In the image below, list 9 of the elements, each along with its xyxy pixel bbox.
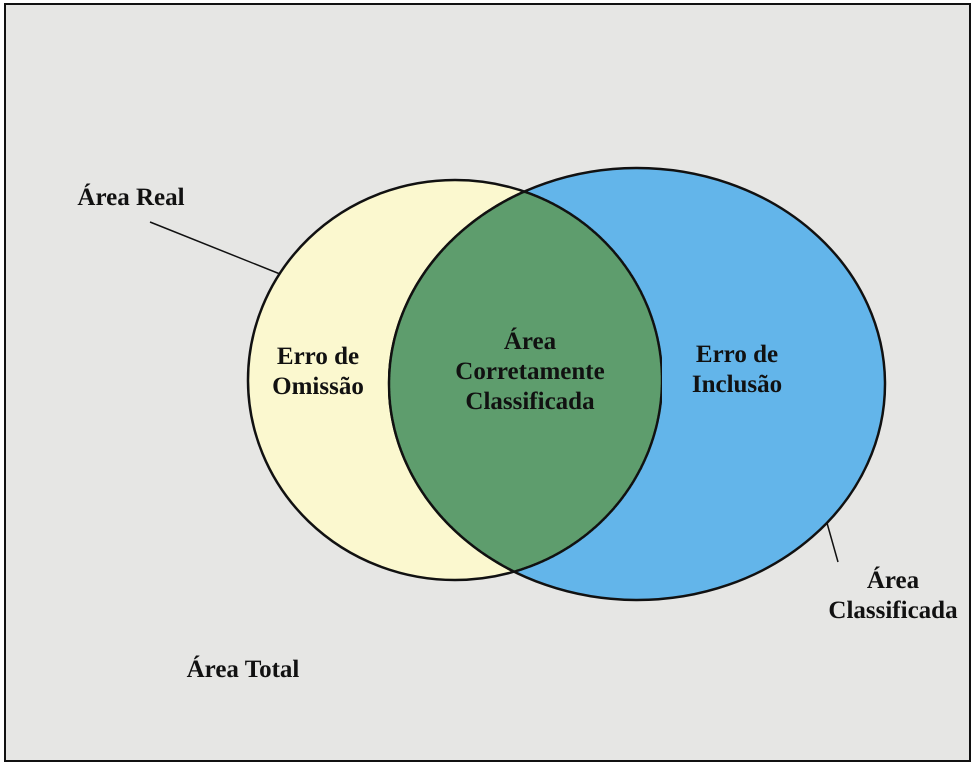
leader-line	[826, 522, 839, 562]
region-label: Erro de Inclusão	[690, 340, 784, 400]
callout-label: Área Real	[76, 183, 186, 213]
region-label: Área Corretamente Classificada	[454, 327, 606, 417]
area-label: Área Total	[186, 655, 300, 685]
region-label: Erro de Omissão	[271, 342, 365, 402]
callout-label: Área Classificada	[827, 566, 959, 626]
frame-border	[4, 3, 971, 762]
leader-line	[150, 221, 280, 275]
